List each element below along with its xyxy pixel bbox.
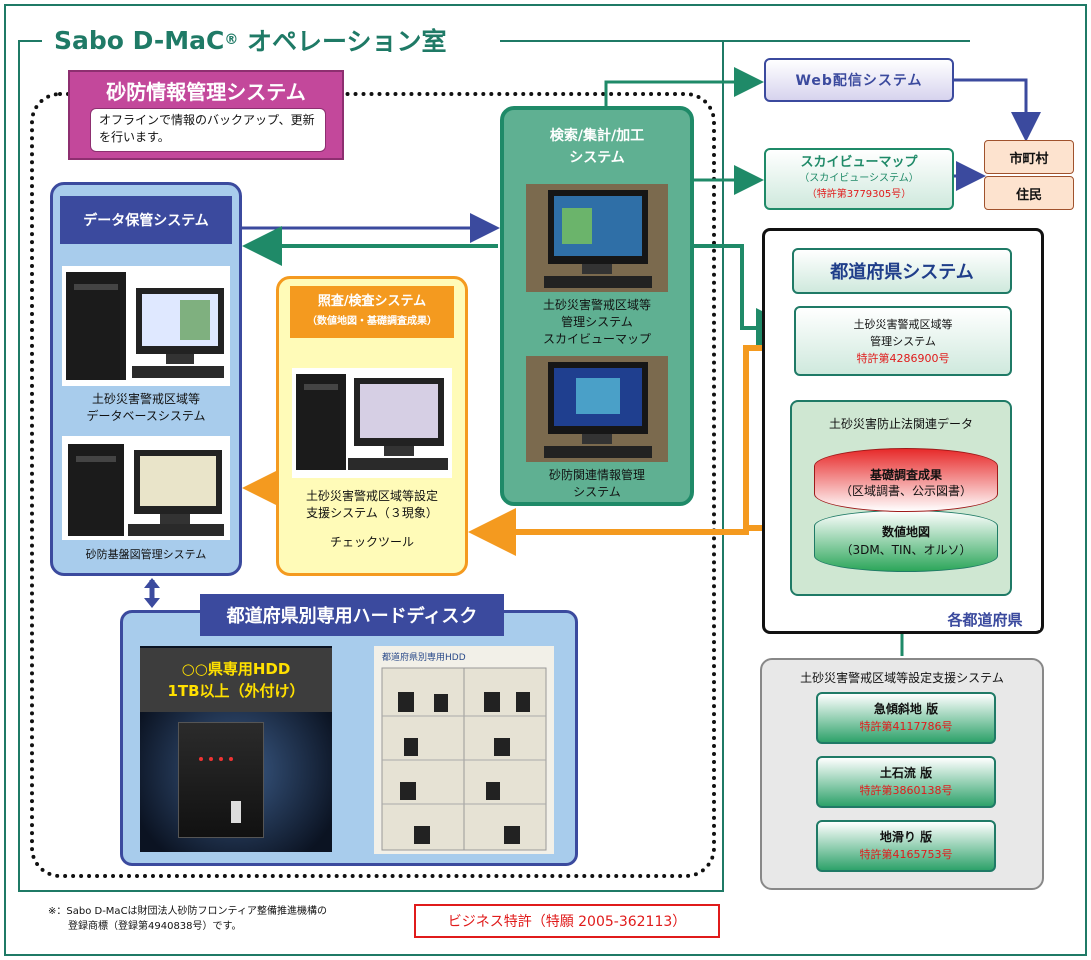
hdd-shelf-caption: 都道府県別専用HDD <box>382 653 466 663</box>
skyview-map: スカイビューマップ （スカイビューシステム） （特許第3779305号） <box>764 148 954 210</box>
hdd-device-icon <box>178 722 264 838</box>
outer-frame <box>4 4 1087 956</box>
mgmt-patent: 特許第4286900号 <box>856 351 950 365</box>
arrow-search-to-web <box>604 67 764 106</box>
prefecture-title: 都道府県システム <box>792 248 1012 294</box>
data-storage-title: データ保管システム <box>60 196 232 244</box>
sabo-info-title: 砂防情報管理システム <box>106 79 306 104</box>
support-title: 土砂災害警戒区域等設定支援システム <box>800 670 1004 685</box>
caption-line: 土砂災害警戒区域等設定 <box>305 488 438 503</box>
caption-line: システム <box>573 485 621 499</box>
version-name: 急傾斜地 版 <box>873 702 939 716</box>
base-map-caption: 砂防基盤図管理システム <box>85 548 207 561</box>
footnote-line: ※：Sabo D-MaCは財団法人砂防フロンティア整備推進機構の <box>48 906 327 917</box>
steep-slope-version: 急傾斜地 版 特許第4117786号 <box>816 692 996 744</box>
workstation-photo <box>292 368 452 478</box>
mgmt-line: 管理システム <box>870 334 936 348</box>
caption-line: 土砂災害警戒区域等 <box>91 392 200 406</box>
monitor-photo <box>526 184 668 292</box>
monitor-photo <box>526 356 668 462</box>
operation-room-frame <box>18 40 724 892</box>
search-title: 検索/集計/加工 システム <box>512 118 682 176</box>
business-patent: ビジネス特許（特願 2005-362113） <box>414 904 720 938</box>
numeric-map-cylinder: 数値地図 （3DM、TIN、オルソ） <box>814 510 998 572</box>
page-title: Sabo D-MaC® オペレーション室 <box>48 22 453 58</box>
trademark-footnote: ※：Sabo D-MaCは財団法人砂防フロンティア整備推進機構の 登録商標（登録… <box>48 904 388 938</box>
registered-mark: ® <box>224 32 239 48</box>
skyview-subtitle: （スカイビューシステム） <box>799 173 919 184</box>
city-recipient: 市町村 <box>984 140 1074 174</box>
version-patent: 特許第4165753号 <box>859 848 953 861</box>
law-data-title: 土砂災害防止法関連データ <box>828 416 973 431</box>
footnote-line: 登録商標（登録第4940838号）です。 <box>48 921 242 932</box>
inspection-caption: 土砂災害警戒区域等設定 支援システム（３現象） チェックツール <box>280 484 464 554</box>
sabo-info-description: オフラインで情報のバックアップ、更新を行います。 <box>90 108 326 152</box>
landslide-version: 地滑り 版 特許第4165753号 <box>816 820 996 872</box>
title-line: 検索/集計/加工 <box>549 128 645 144</box>
hdd-title: 都道府県別専用ハードディスク <box>200 594 504 636</box>
version-patent: 特許第3860138号 <box>859 784 953 797</box>
version-name: 地滑り 版 <box>879 830 933 844</box>
caption-line: データベースシステム <box>86 409 206 423</box>
survey-result-cylinder: 基礎調査成果 （区域調書、公示図書） <box>814 448 998 512</box>
inspection-title-text: 照査/検査システム <box>317 294 427 309</box>
hdd-label-line: 1TB以上（外付け） <box>167 682 305 700</box>
mgmt-system-caption: 土砂災害警戒区域等 管理システム スカイビューマップ <box>504 294 690 350</box>
sabo-related-caption: 砂防関連情報管理 システム <box>504 466 690 502</box>
hdd-label-line: ○○県専用HDD <box>181 660 291 678</box>
inspection-title: 照査/検査システム （数値地図・基礎調査成果） <box>290 286 454 338</box>
title-line: システム <box>569 150 625 166</box>
title-text: Sabo D-MaC <box>54 25 225 55</box>
caption-line: 砂防関連情報管理 <box>548 468 645 482</box>
numeric-sub: （3DM、TIN、オルソ） <box>840 543 972 557</box>
prefecture-label: 各都道府県 <box>930 608 1040 630</box>
caption-line: スカイビューマップ <box>542 331 651 346</box>
web-distribution-system: Web配信システム <box>764 58 954 102</box>
survey-title: 基礎調査成果 <box>869 468 942 482</box>
db-system-caption: 土砂災害警戒区域等 データベースシステム <box>52 388 240 428</box>
inspection-subtitle: （数値地図・基礎調査成果） <box>307 316 437 327</box>
caption-line: 支援システム（３現象） <box>306 505 438 520</box>
version-name: 土石流 版 <box>879 766 933 780</box>
sabo-info-boundary <box>30 92 716 878</box>
hdd-label: ○○県専用HDD 1TB以上（外付け） <box>140 648 332 712</box>
frame-line <box>18 40 42 42</box>
mgmt-line: 土砂災害警戒区域等 <box>853 317 953 331</box>
skyview-patent: （特許第3779305号） <box>806 189 912 200</box>
numeric-title: 数値地図 <box>881 525 930 539</box>
version-patent: 特許第4117786号 <box>859 720 953 733</box>
hdd-shelf-photo <box>374 646 554 854</box>
title-suffix: オペレーション室 <box>238 27 447 56</box>
arrow-web-to-city <box>954 78 1041 142</box>
caption-line: チェックツール <box>329 534 414 549</box>
prefecture-mgmt-system: 土砂災害警戒区域等 管理システム 特許第4286900号 <box>794 306 1012 376</box>
survey-sub: （区域調書、公示図書） <box>839 484 972 498</box>
workstation-photo <box>62 266 230 386</box>
caption-line: 土砂災害警戒区域等 <box>542 297 651 312</box>
debris-flow-version: 土石流 版 特許第3860138号 <box>816 756 996 808</box>
frame-line <box>500 40 970 42</box>
skyview-title: スカイビューマップ <box>800 155 918 170</box>
workstation-photo <box>62 436 230 540</box>
caption-line: 管理システム <box>561 314 633 329</box>
resident-recipient: 住民 <box>984 176 1074 210</box>
